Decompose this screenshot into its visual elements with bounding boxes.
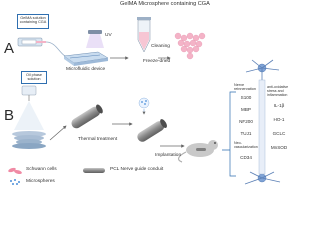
legend-conduit-label: PCL Nerve guide conduit xyxy=(110,167,164,172)
freeze-dried-label: Freeze-dried xyxy=(143,59,171,64)
marker-mnsod: MnSOD xyxy=(270,145,288,150)
neuron-top-icon xyxy=(245,59,280,80)
oil-phase-label: Oil phase solution xyxy=(25,72,43,81)
panel-b-letter: B xyxy=(4,107,15,124)
microfluidic-device-icon xyxy=(63,51,109,66)
thermal-label: Thermal treatment xyxy=(78,137,118,142)
microsphere-dropper-icon xyxy=(138,97,150,115)
rat-icon xyxy=(177,140,218,163)
gelma-solution-label: GelMA solution containing CGA xyxy=(19,16,47,25)
figure-canvas: A B GelMA Microsphere containing CGA Gel… xyxy=(4,1,289,185)
pcl-conduit-icon xyxy=(71,104,103,129)
marker-il1b: IL-1β xyxy=(273,103,285,108)
marker-nf200: NF200 xyxy=(239,119,253,124)
loaded-conduit-icon xyxy=(137,119,167,142)
outcome-bracket xyxy=(222,91,236,177)
oil-phase-box: Oil phase solution xyxy=(21,71,47,84)
marker-s100: S100 xyxy=(240,95,252,100)
axon-bundle xyxy=(258,79,266,175)
microsphere-legend-icon xyxy=(10,179,20,185)
marker-tuj1: TUJ1 xyxy=(240,131,252,136)
implantation-label: Implantation xyxy=(155,153,182,158)
neuron-bottom-icon xyxy=(244,171,281,185)
reinnervation-title: Nerve reinnervation xyxy=(234,83,256,92)
microsphere-title: GelMA Microsphere containing CGA xyxy=(120,1,210,7)
conduit-legend-icon xyxy=(83,168,105,173)
neovascularization-title: Neo-vascularization xyxy=(234,141,258,149)
marker-cd34: CD34 xyxy=(240,155,252,160)
marker-mbp: MBP xyxy=(241,107,251,112)
gelma-microspheres-cluster xyxy=(174,32,206,60)
uv-lamp-icon xyxy=(86,30,104,48)
legend-microspheres-label: Microspheres xyxy=(26,179,55,184)
gelma-solution-box: GelMA solution containing CGA xyxy=(17,14,49,29)
uv-label: UV xyxy=(105,33,112,38)
arrow-to-conduit xyxy=(49,125,67,141)
marker-ho1: HO-1 xyxy=(273,117,285,122)
tubing-line xyxy=(45,41,71,58)
marker-gclc: GCLC xyxy=(272,131,286,136)
panel-a-letter: A xyxy=(4,40,15,57)
syringe-pump-icon xyxy=(17,37,46,47)
legend-schwann-label: Schwann cells xyxy=(26,167,57,172)
stress-title: anti-oxidative stress and inflammation xyxy=(267,85,289,97)
cleaning-label: Cleaning xyxy=(151,44,170,49)
schematic-graphics xyxy=(8,17,281,185)
electrospinning-setup-icon xyxy=(12,85,46,149)
centrifuge-tube-icon xyxy=(137,17,151,53)
schwann-cell-legend-icon xyxy=(8,167,22,175)
device-label: Microfluidic device xyxy=(66,67,106,72)
